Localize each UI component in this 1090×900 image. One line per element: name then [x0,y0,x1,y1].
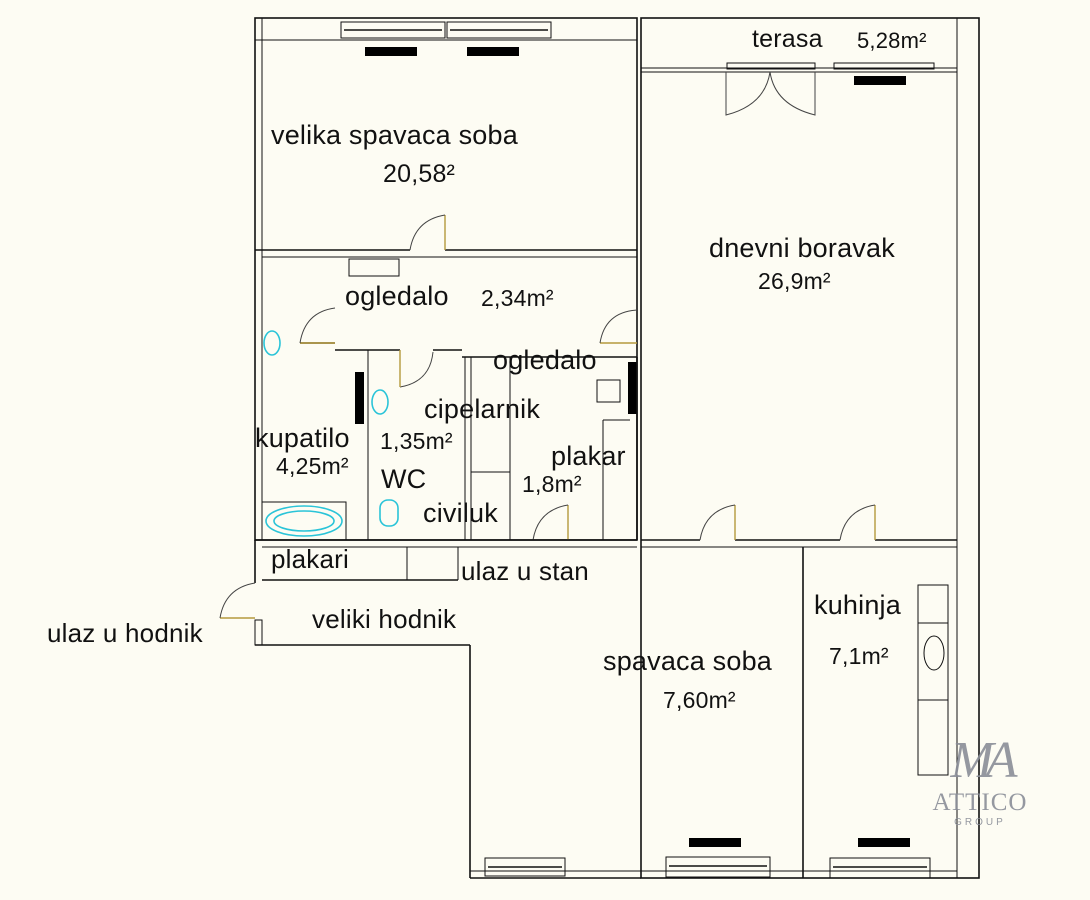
room-label-terasa: terasa [752,25,823,53]
sink-icon [263,330,281,356]
room-label-civiluk: civiluk [423,498,498,528]
room-label-plakari: plakari [271,544,349,574]
logo-group-text: GROUP [954,817,1006,828]
room-label-ulaz-u-stan: ulaz u stan [461,556,589,586]
room-area-plakar: 1,8m² [522,471,582,497]
room-area-kupatilo: 4,25m² [276,453,349,479]
sanitary-fixtures [261,330,399,541]
terrace-door [725,71,816,116]
room-label-spavaca-soba: spavaca soba [603,646,773,676]
room-area-wc: 1,35m² [380,428,453,454]
room-label-cipelarnik: cipelarnik [424,394,541,424]
room-label-wc: WC [381,464,427,494]
room-area-spavaca-soba: 7,60m² [663,687,736,713]
room-area-ogledalo-hall: 2,34m² [481,285,554,311]
room-label-ulaz-u-hodnik: ulaz u hodnik [47,618,203,648]
logo-monogram-icon: MA [950,732,1017,789]
room-label-ogledalo-hall: ogledalo [345,281,449,311]
bathtub-icon [265,505,343,537]
room-area-dnevni-boravak: 26,9m² [758,268,831,294]
right-partitions [641,504,957,878]
room-area-velika-spavaca-soba: 20,58² [383,160,456,188]
sink-icon [371,389,389,415]
room-label-velika-spavaca-soba: velika spavaca soba [271,120,518,150]
radiators [355,47,910,847]
windows-top [340,21,935,70]
room-label-plakar: plakar [551,441,626,471]
logo-brand-text: ATTICO [932,789,1028,816]
room-label-ogledalo-2: ogledalo [493,345,597,375]
room-area-terasa: 5,28m² [857,28,927,53]
room-label-kupatilo: kupatilo [255,423,350,453]
room-area-kuhinja: 7,1m² [829,643,889,669]
attico-group-logo: MA ATTICO GROUP [930,732,1030,829]
toilet-icon [379,499,399,527]
room-label-veliki-hodnik: veliki hodnik [312,604,457,634]
hallway-walls [219,540,957,879]
room-label-kuhinja: kuhinja [814,590,901,620]
room-label-dnevni-boravak: dnevni boravak [709,233,895,263]
